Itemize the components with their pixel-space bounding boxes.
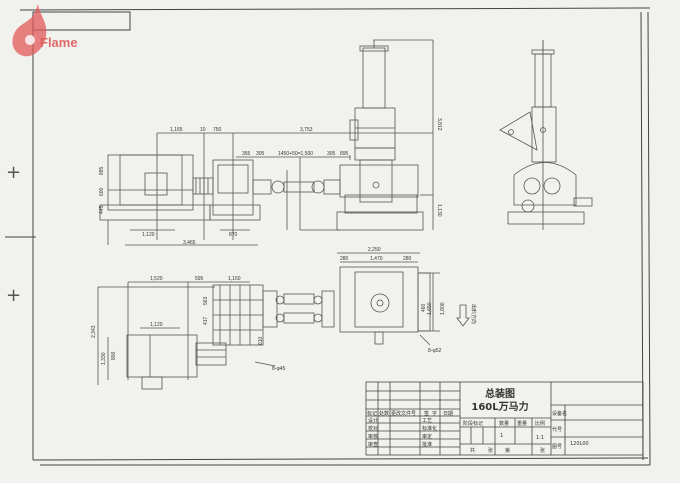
svg-text:1,120: 1,120: [150, 322, 163, 328]
svg-text:610: 610: [258, 336, 264, 345]
tb-qty-value: 1: [500, 433, 504, 439]
tb-code-label: 代号: [552, 427, 563, 433]
tb-weight-label: 重量: [517, 421, 528, 427]
svg-text:895: 895: [340, 151, 349, 157]
svg-text:1,165: 1,165: [170, 127, 183, 133]
tb-role: 校对: [368, 426, 379, 432]
svg-text:305: 305: [327, 151, 336, 157]
registration-mark: +: [6, 162, 22, 183]
tb-role: 审核: [368, 434, 379, 440]
side-view: [499, 40, 593, 230]
tb-role: 设计: [368, 418, 379, 424]
plan-view: [97, 252, 470, 390]
tb-role: 工艺: [422, 418, 433, 424]
svg-text:1,650: 1,650: [427, 302, 433, 315]
svg-text:750: 750: [213, 127, 222, 133]
tb-drawing-no-value: 120L00: [570, 441, 589, 447]
svg-text:2,250: 2,250: [368, 247, 381, 253]
tb-header-5: 日期: [443, 411, 454, 417]
svg-text:1,330: 1,330: [101, 352, 107, 365]
tb-qty-label: 数量: [499, 421, 510, 427]
tb-role: 标准化: [422, 426, 438, 432]
flame-icon: [12, 4, 47, 57]
svg-text:280: 280: [403, 256, 412, 262]
registration-mark: +: [6, 285, 22, 306]
svg-text:2,343: 2,343: [91, 325, 97, 338]
elevation-view: [99, 39, 434, 246]
svg-text:1,520: 1,520: [150, 276, 163, 282]
tb-footer: 第: [505, 448, 511, 454]
tb-device-label: 设备名: [552, 411, 568, 417]
svg-text:1,800: 1,800: [440, 302, 446, 315]
svg-text:895: 895: [99, 166, 105, 175]
title-main: 总装图: [485, 389, 515, 400]
svg-text:417: 417: [203, 316, 209, 325]
svg-text:305: 305: [256, 151, 265, 157]
svg-text:563: 563: [203, 296, 209, 305]
svg-text:445: 445: [99, 205, 105, 214]
tb-header-3: 签: [424, 411, 430, 417]
svg-text:8-φ52: 8-φ52: [428, 348, 441, 354]
tb-header-4: 字: [432, 411, 438, 417]
svg-text:870: 870: [229, 232, 238, 238]
tb-drawing-no-label: 图号: [552, 444, 563, 450]
tb-scale-label: 比例: [535, 421, 546, 427]
watermark-brand: Flame: [40, 35, 78, 50]
svg-text:3,753: 3,753: [300, 127, 313, 133]
svg-text:1,120: 1,120: [142, 232, 155, 238]
svg-text:1,130: 1,130: [436, 204, 442, 217]
tb-header-2: 更改文件号: [391, 411, 417, 417]
tb-footer: 张: [540, 448, 546, 454]
svg-text:3,812: 3,812: [436, 118, 442, 131]
svg-text:800: 800: [111, 351, 117, 360]
svg-text:3,465: 3,465: [183, 240, 196, 246]
svg-text:460: 460: [421, 303, 427, 312]
tb-role: 审查: [368, 442, 379, 448]
title-block: [365, 381, 644, 456]
svg-text:1,160: 1,160: [228, 276, 241, 282]
tb-header-1: 处数: [379, 411, 390, 417]
svg-text:出料方向: 出料方向: [470, 304, 477, 324]
svg-text:595: 595: [195, 276, 204, 282]
svg-text:10: 10: [200, 127, 206, 133]
svg-text:600: 600: [99, 187, 105, 196]
svg-text:355: 355: [242, 151, 251, 157]
title-sub: 160L万马力: [471, 402, 529, 413]
tb-stage-label: 阶段标记: [463, 421, 484, 427]
tb-header-0: 标记: [367, 411, 378, 417]
flame-logo: [10, 2, 100, 62]
svg-text:1,470: 1,470: [370, 256, 383, 262]
svg-text:8-φ45: 8-φ45: [272, 366, 285, 372]
tb-role: 审定: [422, 434, 433, 440]
tb-footer: 共: [470, 448, 476, 454]
svg-text:1450+50=1,500: 1450+50=1,500: [278, 151, 313, 157]
tb-scale-value: 1:1: [536, 435, 545, 441]
svg-text:280: 280: [340, 256, 349, 262]
tb-footer: 张: [488, 448, 494, 454]
tb-role: 批准: [422, 442, 433, 448]
drawing-title: 总装图 160L万马力: [455, 388, 545, 414]
